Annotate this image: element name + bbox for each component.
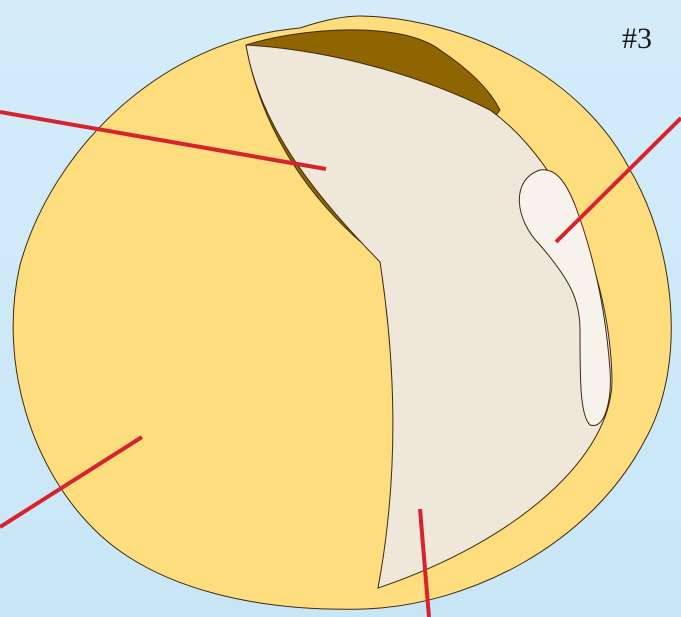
figure-number-label: #3 — [622, 22, 652, 55]
